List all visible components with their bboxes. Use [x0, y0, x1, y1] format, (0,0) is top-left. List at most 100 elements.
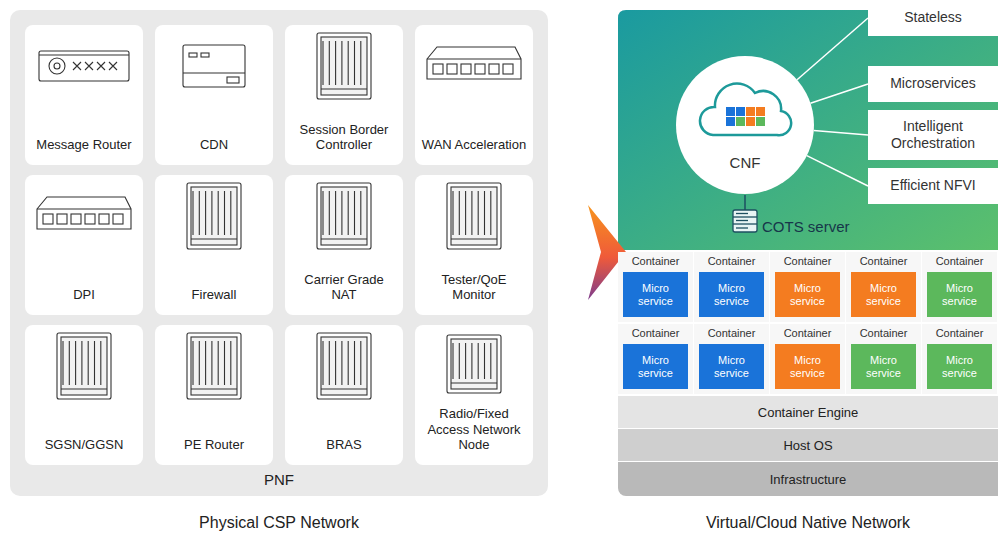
- equipment-illustration: [415, 325, 533, 405]
- microservice-box: Micro service: [927, 272, 992, 317]
- node-text: SGSN/GGSN: [45, 437, 124, 453]
- node-text: Container: [936, 255, 984, 267]
- container-box: ContainerMicro service: [618, 324, 693, 394]
- service-square: [756, 107, 765, 116]
- node-text: Tester/QoE Monitor: [421, 272, 527, 303]
- connector-line: [810, 84, 868, 103]
- node-text: Container: [860, 255, 908, 267]
- node-text: Micro service: [931, 282, 988, 307]
- container-box: ContainerMicro service: [694, 252, 769, 322]
- feature-box: Efficient NFVI: [868, 168, 998, 204]
- equipment-illustration: [25, 175, 143, 255]
- stack-layer: Host OS: [618, 429, 998, 461]
- node-text: Micro service: [779, 354, 836, 379]
- cloud-icon: [700, 84, 791, 136]
- cnf-circle-outline: [675, 55, 815, 195]
- feature-box: Stateless: [868, 0, 998, 36]
- node-text: Micro service: [703, 282, 760, 307]
- pnf-panel: PNF Message RouterCDN Session Border Contr…: [10, 10, 548, 496]
- equipment-drawing: [317, 333, 371, 399]
- equipment-drawing: [447, 335, 501, 393]
- stack-layer: Container Engine: [618, 396, 998, 428]
- connector-line: [807, 156, 868, 186]
- service-square: [756, 117, 765, 126]
- container-box: ContainerMicro service: [922, 252, 997, 322]
- server-link: [744, 195, 746, 210]
- node-text: Carrier Grade NAT: [291, 272, 397, 303]
- equipment-drawing: [37, 197, 131, 229]
- equipment-illustration: [25, 25, 143, 105]
- node-text: Micro service: [627, 354, 684, 379]
- node-text: Efficient NFVI: [890, 177, 975, 195]
- microservice-box: Micro service: [851, 272, 916, 317]
- node-text: Session Border Controller: [291, 122, 397, 153]
- node-text: CNF: [730, 154, 761, 171]
- container-box: ContainerMicro service: [846, 324, 921, 394]
- connector-line: [797, 18, 868, 80]
- service-square: [746, 117, 755, 126]
- equipment-tile: SGSN/GGSN: [25, 325, 143, 465]
- microservice-box: Micro service: [623, 344, 688, 389]
- equipment-tile: Session Border Controller: [285, 25, 403, 165]
- equipment-drawing: [317, 33, 371, 99]
- container-box: ContainerMicro service: [618, 252, 693, 322]
- service-square: [736, 117, 745, 126]
- node-text: Intelligent Orchestration: [876, 118, 990, 153]
- microservice-box: Micro service: [775, 272, 840, 317]
- server-icon: [733, 210, 757, 232]
- service-square: [746, 107, 755, 116]
- microservice-box: Micro service: [775, 344, 840, 389]
- equipment-drawing: [39, 51, 129, 81]
- equipment-tile: WAN Acceleration: [415, 25, 533, 165]
- node-text: Host OS: [783, 438, 832, 453]
- equipment-drawing: [447, 183, 501, 249]
- equipment-tile: Carrier Grade NAT: [285, 175, 403, 315]
- node-text: Micro service: [779, 282, 836, 307]
- node-text: Container: [632, 327, 680, 339]
- service-square: [726, 117, 735, 126]
- node-text: CDN: [200, 137, 228, 153]
- equipment-drawing: [317, 183, 371, 249]
- node-text: WAN Acceleration: [422, 137, 526, 153]
- node-text: Container: [784, 327, 832, 339]
- node-text: Container: [708, 327, 756, 339]
- equipment-drawing: [187, 183, 241, 249]
- equipment-drawing: [57, 333, 111, 399]
- feature-box: Microservices: [868, 66, 998, 102]
- equipment-illustration: [155, 25, 273, 105]
- container-box: ContainerMicro service: [694, 324, 769, 394]
- node-text: Container: [936, 327, 984, 339]
- equipment-illustration: [155, 175, 273, 255]
- stack-layer: Infrastructure: [618, 462, 998, 496]
- cloud-panel-ground: [618, 10, 998, 250]
- server-label: COTS server: [762, 218, 850, 235]
- equipment-tile: PE Router: [155, 325, 273, 465]
- equipment-tile: Message Router: [25, 25, 143, 165]
- section-caption: Virtual/Cloud Native Network: [706, 514, 910, 532]
- equipment-drawing: [427, 47, 521, 79]
- section-caption: Physical CSP Network: [199, 514, 359, 532]
- equipment-tile: BRAS: [285, 325, 403, 465]
- equipment-illustration: [25, 325, 143, 405]
- equipment-illustration: [415, 175, 533, 255]
- node-text: Container: [860, 327, 908, 339]
- node-text: Firewall: [192, 287, 237, 303]
- circle-ground: [676, 56, 814, 194]
- microservice-box: Micro service: [927, 344, 992, 389]
- equipment-drawing: [183, 45, 245, 87]
- equipment-illustration: [285, 325, 403, 405]
- node-text: Micro service: [855, 354, 912, 379]
- container-box: ContainerMicro service: [770, 252, 845, 322]
- equipment-tile: Firewall: [155, 175, 273, 315]
- equipment-illustration: [285, 175, 403, 255]
- equipment-tile: CDN: [155, 25, 273, 165]
- node-text: Microservices: [890, 75, 976, 93]
- microservice-box: Micro service: [699, 272, 764, 317]
- node-text: Container: [632, 255, 680, 267]
- equipment-tile: Tester/QoE Monitor: [415, 175, 533, 315]
- equipment-illustration: [155, 325, 273, 405]
- node-text: Infrastructure: [770, 472, 847, 487]
- node-text: PNF: [264, 471, 294, 488]
- node-text: Micro service: [627, 282, 684, 307]
- equipment-drawing: [187, 333, 241, 399]
